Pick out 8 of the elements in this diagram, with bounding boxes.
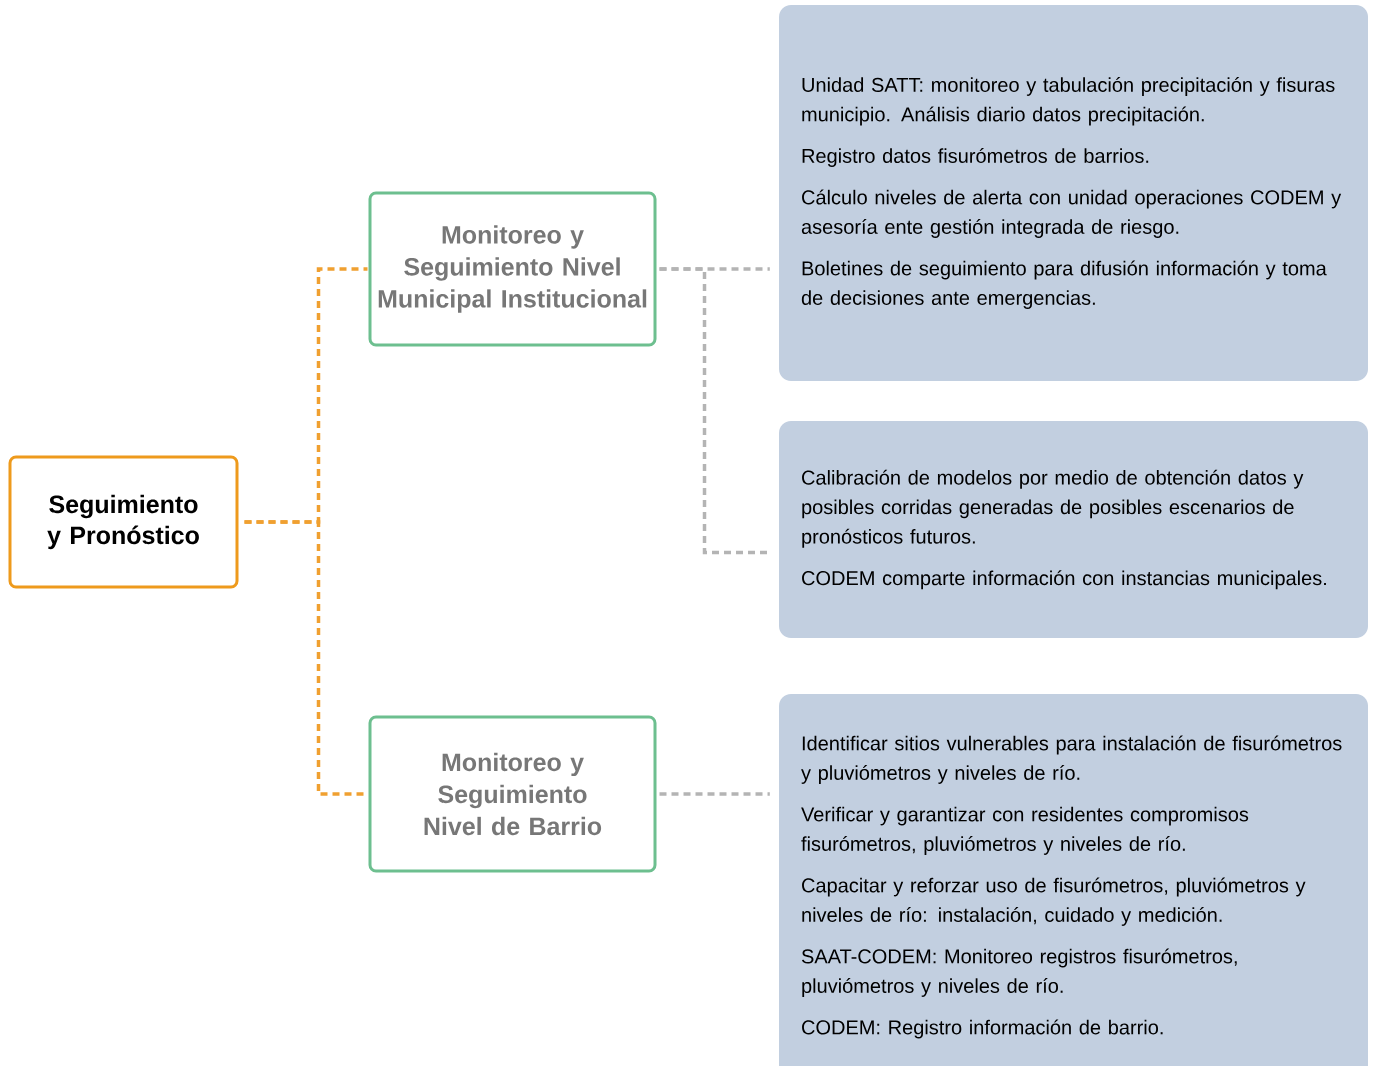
detail-box: Unidad SATT: monitoreo y tabulación precipitación y fisuras municipio. Análisis diario datos precipitación. Registro datos fisurómetros de barrios. Cálculo niveles de alerta con unidad operaciones CODEM y asesoría ente gestión integrada de riesgo. Boletines de seguimiento para difusión información y toma de decisiones ante emergencias. <box>779 5 1368 381</box>
level-box: Monitoreo y Seguimiento Nivel de Barrio <box>368 715 657 873</box>
detail-box: Identificar sitios vulnerables para instalación de fisurómetros y pluviómetros y niveles de río. Verificar y garantizar con residentes compromisos fisurómetros, pluviómetros y niveles de río. Capacitar y reforzar uso de fisurómetros, pluviómetros y niveles de río: instalación, cuidado y medición. SAAT-CODEM: Monitoreo registros fisurómetros, pluviómetros y niveles de río. CODEM: Registro información de barrio. <box>779 694 1368 1066</box>
connector <box>659 267 770 555</box>
detail-box: Calibración de modelos por medio de obtención datos y posibles corridas generadas de posibles escenarios de pronósticos futuros. CODEM comparte información con instancias municipales. <box>779 421 1368 638</box>
connector <box>659 792 770 796</box>
root-box: Seguimiento y Pronóstico <box>8 455 239 589</box>
level-box: Monitoreo y Seguimiento Nivel Municipal Institucional <box>368 191 657 347</box>
